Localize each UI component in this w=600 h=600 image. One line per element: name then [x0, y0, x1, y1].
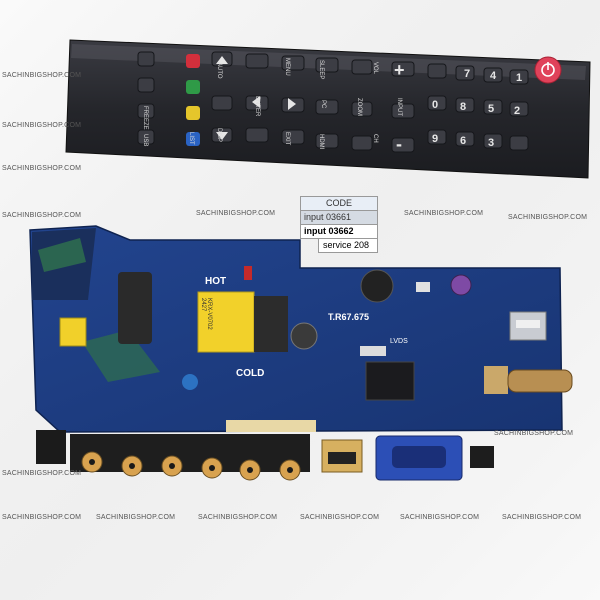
svg-text:0: 0: [432, 99, 438, 111]
rca-jacks: [70, 434, 310, 481]
tv-mainboard: [29, 225, 573, 481]
svg-text:6: 6: [460, 135, 466, 147]
watermark: SACHINBIGSHOP.COM: [198, 514, 278, 521]
yellow-transformer: [197, 291, 255, 353]
rf-connector: [507, 369, 573, 393]
audio-jack: [470, 446, 494, 468]
code-table: CODE input 03661 input 03662 service 208: [300, 196, 378, 253]
model-label: T.R67.675: [328, 312, 370, 322]
svg-text:5: 5: [488, 103, 494, 115]
svg-text:9: 9: [432, 133, 438, 145]
code-row-2: input 03662: [300, 225, 378, 239]
exit-label: EXIT: [284, 132, 290, 146]
watermark: SACHINBIGSHOP.COM: [2, 514, 82, 521]
list-label: LIST: [188, 132, 194, 145]
watermark: SACHINBIGSHOP.COM: [196, 210, 276, 217]
ch-label: CH: [372, 134, 378, 143]
red-key: [186, 54, 200, 68]
yellow-key: [186, 106, 200, 120]
watermark: SACHINBIGSHOP.COM: [508, 214, 588, 221]
watermark: SACHINBIGSHOP.COM: [2, 165, 82, 172]
svg-text:+: +: [394, 60, 405, 80]
watermark: SACHINBIGSHOP.COM: [96, 514, 176, 521]
code-row-1: input 03661: [300, 211, 378, 225]
lvds-label: LVDS: [390, 338, 408, 345]
svg-text:-: -: [396, 134, 402, 154]
enter-label: ENTER: [254, 96, 260, 117]
watermark: SACHINBIGSHOP.COM: [404, 210, 484, 217]
watermark: SACHINBIGSHOP.COM: [2, 72, 82, 79]
watermark: SACHINBIGSHOP.COM: [2, 470, 82, 477]
code-table-header: CODE: [300, 196, 378, 211]
svg-text:3: 3: [488, 137, 494, 149]
blue-key: [186, 132, 200, 146]
svg-text:1: 1: [516, 72, 522, 84]
remote-control: 0 8 5 2 9 6 3 7 4 1 + - AUTO MENU SLEEP VOL ENT…: [65, 39, 591, 179]
hdmi-label: HDMI: [318, 134, 324, 150]
watermark: SACHINBIGSHOP.COM: [2, 212, 82, 219]
green-key: [186, 80, 200, 94]
svg-text:8: 8: [460, 101, 466, 113]
svg-text:2: 2: [514, 105, 520, 117]
watermark: SACHINBIGSHOP.COM: [494, 430, 574, 437]
svg-text:4: 4: [490, 70, 497, 82]
pc-label: PC: [320, 100, 326, 109]
cold-label: COLD: [236, 368, 265, 379]
disp-label: DISP: [216, 128, 222, 142]
menu-label: MENU: [284, 58, 290, 76]
main-ic: [365, 361, 415, 401]
watermark: SACHINBIGSHOP.COM: [2, 122, 82, 129]
vol-label: VOL: [372, 62, 378, 75]
zoom-label: ZOOM: [356, 98, 362, 116]
watermark: SACHINBIGSHOP.COM: [300, 514, 380, 521]
code-row-3: service 208: [318, 239, 378, 253]
freeze-label: FREEZE: [142, 106, 148, 130]
svg-text:7: 7: [464, 68, 470, 80]
sleep-label: SLEEP: [318, 60, 324, 79]
watermark: SACHINBIGSHOP.COM: [400, 514, 480, 521]
component-marking: KRX-V0702 2427: [200, 298, 212, 330]
usb-label: USB: [142, 134, 148, 146]
watermark: SACHINBIGSHOP.COM: [502, 514, 582, 521]
hot-label: HOT: [205, 276, 227, 287]
auto-label: AUTO: [216, 62, 222, 79]
input-label: INPUT: [396, 98, 402, 116]
